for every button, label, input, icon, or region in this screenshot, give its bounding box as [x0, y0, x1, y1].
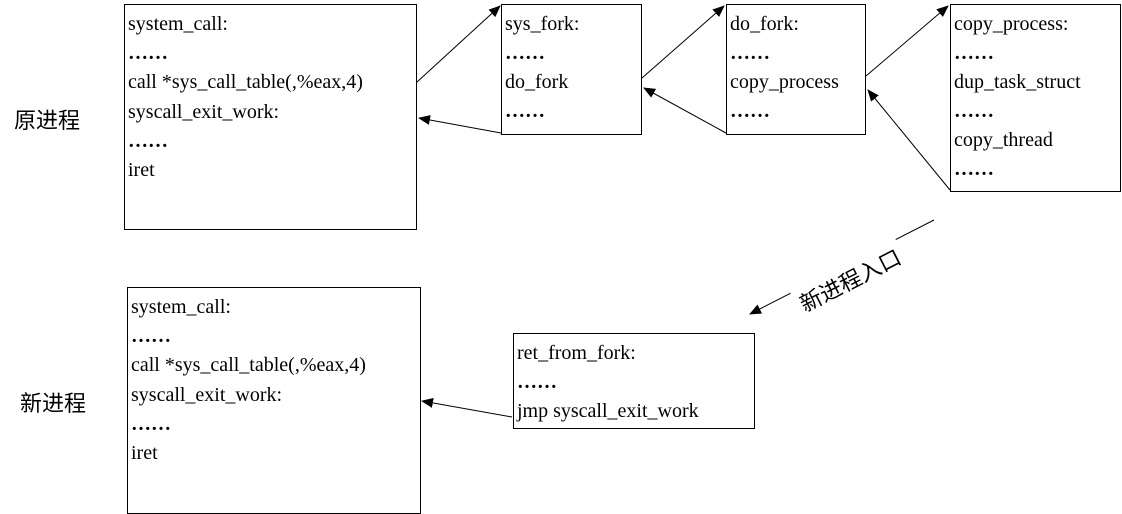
call-arrow-to-do-fork: [641, 5, 725, 79]
code-line: jmp syscall_exit_work: [517, 400, 699, 422]
code-line: call *sys_call_table(,%eax,4): [131, 354, 366, 376]
ret-from-fork-box: ret_from_fork: …… jmp syscall_exit_work: [513, 333, 755, 429]
code-line: iret: [128, 159, 155, 181]
sys-fork-box: sys_fork: …… do_fork ……: [501, 4, 642, 135]
ellipsis-line: ……: [128, 130, 168, 152]
code-line: copy_process:: [954, 13, 1069, 35]
ellipsis-line: ……: [730, 42, 770, 64]
code-line: copy_thread: [954, 129, 1053, 151]
ellipsis-line: ……: [505, 42, 545, 64]
ellipsis-line: ……: [131, 325, 171, 347]
code-line: copy_process: [730, 71, 839, 93]
ellipsis-line: ……: [517, 371, 557, 393]
code-line: do_fork: [505, 71, 569, 93]
original-process-label: 原进程: [14, 109, 81, 134]
ellipsis-line: ……: [128, 42, 168, 64]
code-line: ret_from_fork:: [517, 342, 636, 364]
return-arrow-to-do-fork: [867, 89, 951, 191]
ellipsis-line: ……: [505, 100, 545, 122]
call-arrow-to-sys-fork: [416, 5, 501, 83]
code-line: iret: [131, 442, 158, 464]
code-line: system_call:: [131, 296, 231, 318]
return-arrow-to-sys-fork: [643, 87, 727, 134]
code-line: syscall_exit_work:: [131, 384, 283, 406]
code-line: sys_fork:: [505, 13, 580, 35]
code-line: system_call:: [128, 13, 228, 35]
ellipsis-line: ……: [730, 100, 770, 122]
system-call-box-original: system_call: …… call *sys_call_table(,%e…: [124, 4, 417, 230]
system-call-box-new: system_call: …… call *sys_call_table(,%e…: [127, 287, 421, 514]
ellipsis-line: ……: [954, 100, 994, 122]
call-arrow-to-copy-process: [865, 5, 949, 77]
ellipsis-line: ……: [954, 42, 994, 64]
new-process-label: 新进程: [20, 392, 87, 417]
code-line: call *sys_call_table(,%eax,4): [128, 71, 363, 93]
ellipsis-line: ……: [954, 158, 994, 180]
code-line: dup_task_struct: [954, 71, 1081, 93]
copy-process-box: copy_process: …… dup_task_struct …… copy…: [950, 4, 1121, 192]
code-line: do_fork:: [730, 13, 799, 35]
code-line: syscall_exit_work:: [128, 101, 280, 123]
return-arrow-to-syscall-exit: [418, 115, 502, 134]
ellipsis-line: ……: [131, 413, 171, 435]
do-fork-box: do_fork: …… copy_process ……: [726, 4, 866, 135]
jmp-arrow-to-syscall-exit: [421, 398, 513, 418]
